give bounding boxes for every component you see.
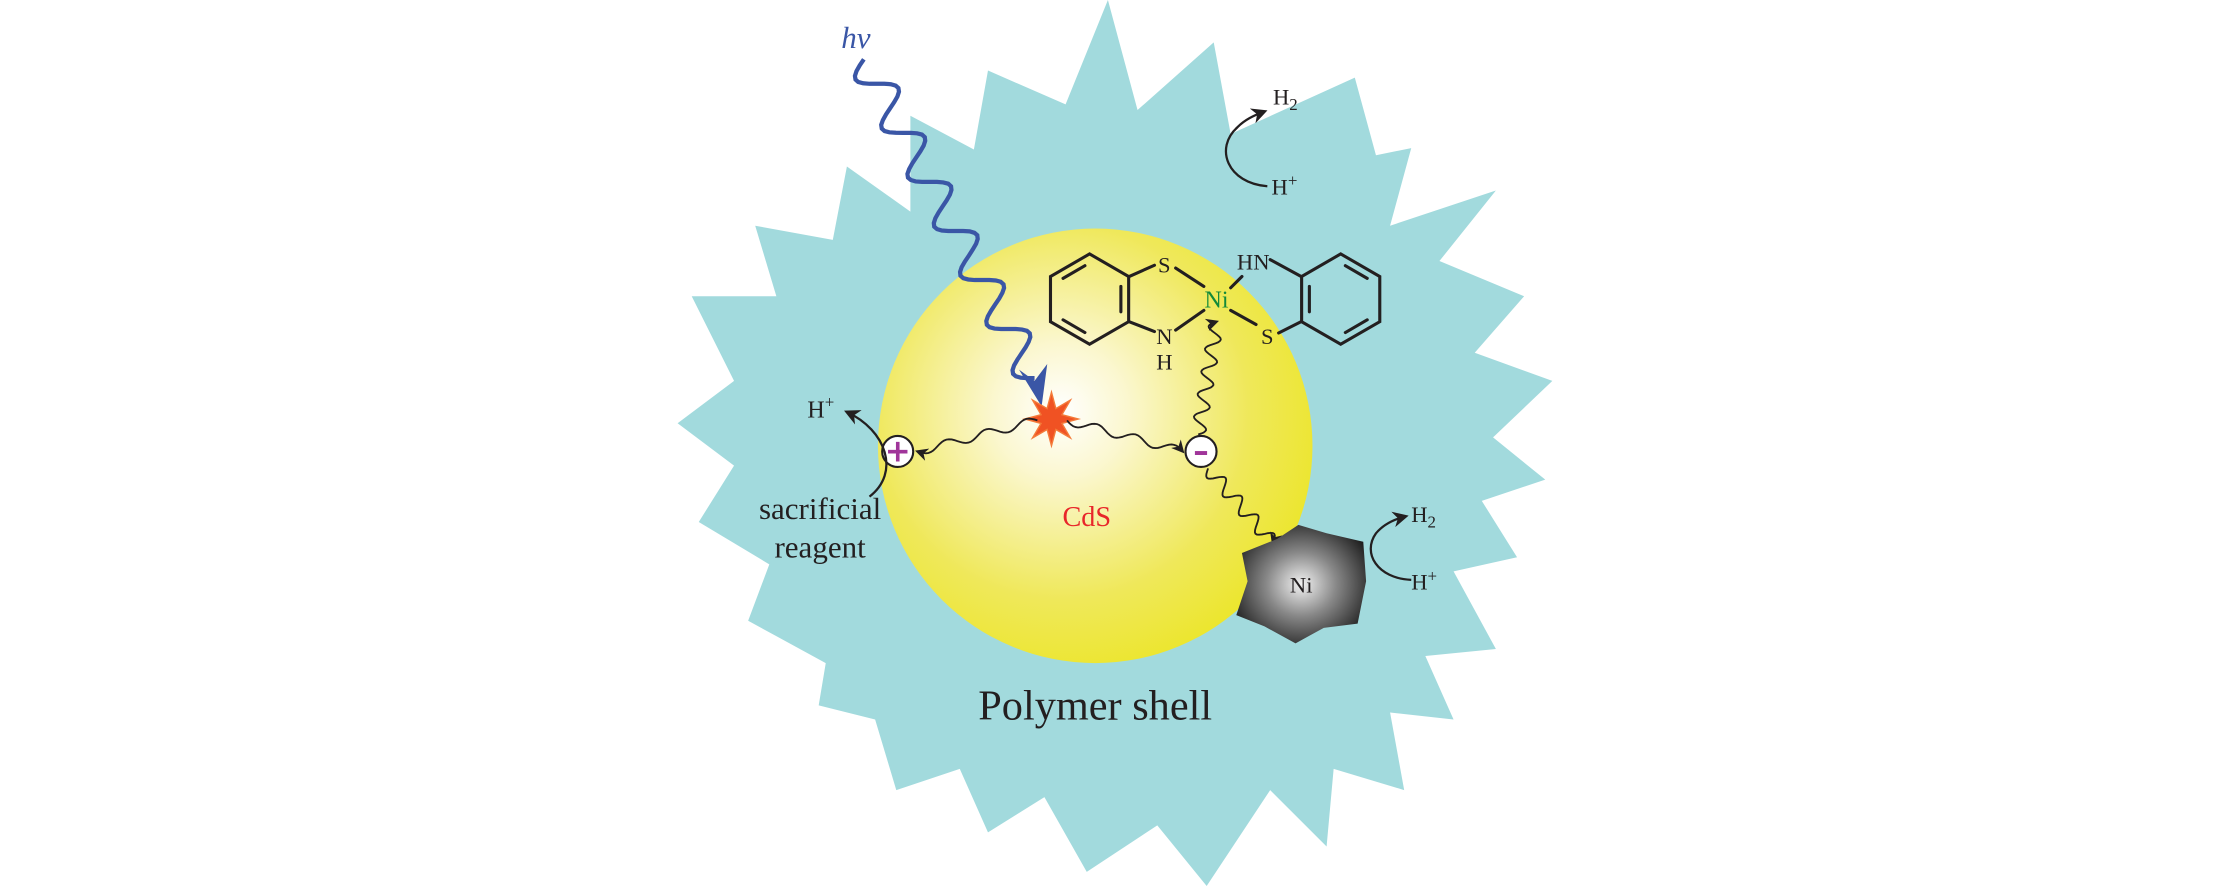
electron-to-particle-path	[1205, 468, 1283, 546]
cds-core	[877, 228, 1313, 664]
complex-proton-label: H+	[1272, 171, 1298, 199]
double-bonds-right	[1307, 264, 1369, 335]
nitrogen-1: N	[1156, 324, 1172, 349]
cds-label: CdS	[1062, 502, 1111, 533]
electron-transfer-path	[1066, 419, 1185, 454]
hydrogen-1: H	[1156, 350, 1172, 375]
left-proton-label: H+	[807, 393, 834, 424]
electron-sign: –	[1193, 433, 1209, 469]
excitation-star-icon	[1021, 389, 1082, 449]
nickel-particle-label: Ni	[1290, 573, 1313, 598]
double-bonds-left	[1061, 264, 1123, 335]
sulfur-2: S	[1261, 324, 1274, 349]
amine-hn: HN	[1237, 249, 1270, 274]
light-wave	[852, 58, 1035, 381]
light-arrowhead	[1019, 363, 1048, 407]
particle-proton-label: H+	[1411, 566, 1437, 594]
complex-bonds	[1127, 258, 1303, 335]
sulfur-1: S	[1158, 252, 1171, 277]
particle-h2-arrow	[1369, 511, 1412, 581]
particle-h2-label: H2	[1411, 502, 1436, 532]
polymer-shell-label: Polymer shell	[978, 683, 1212, 730]
hole-sign: +	[885, 433, 911, 469]
oxidation-arrow	[844, 410, 888, 498]
nickel-complex: S N H Ni HN S	[1048, 249, 1382, 375]
reagent-label-line1: sacrificial	[759, 491, 881, 526]
electron: –	[1184, 433, 1218, 469]
hole: +	[881, 433, 915, 469]
reagent-label-line2: reagent	[774, 529, 866, 564]
nickel-particle	[1236, 524, 1367, 644]
complex-h2-arrow	[1224, 108, 1268, 188]
complex-h2-label: H2	[1273, 84, 1298, 114]
hole-transfer-path	[915, 417, 1038, 461]
electron-to-complex-path	[1193, 318, 1222, 436]
light-label: hν	[841, 20, 871, 55]
nickel-center: Ni	[1205, 288, 1229, 314]
